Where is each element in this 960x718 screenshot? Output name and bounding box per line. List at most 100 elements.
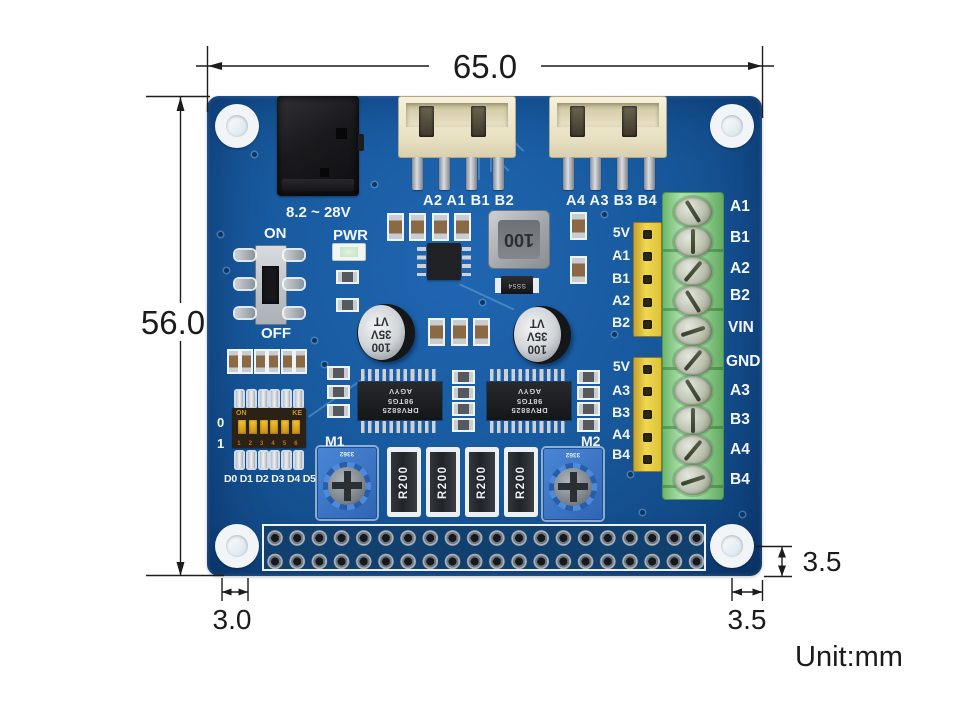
resistor-marking: R200 <box>391 452 417 512</box>
smd-component <box>387 213 404 241</box>
motor1-header-label: A2 A1 B1 B2 <box>423 193 515 209</box>
terminal-label: B4 <box>730 471 750 488</box>
jst-slot <box>471 106 486 137</box>
header-pin <box>643 387 652 397</box>
switch-pins-left <box>235 250 256 318</box>
header-pin <box>643 320 652 330</box>
m1-label: M1 <box>325 433 345 449</box>
jst-slot <box>570 106 585 137</box>
header1-pin-label: B2 <box>612 314 630 330</box>
dip-slider <box>238 420 246 434</box>
smd-component <box>570 256 587 284</box>
dip-1-label: 1 <box>217 436 225 451</box>
dip-numbers: 1 2 3 4 5 6 <box>237 441 301 447</box>
header-pin <box>643 432 652 442</box>
jack-detail <box>320 168 329 177</box>
dip-pin <box>247 391 255 407</box>
smd-component <box>336 270 359 284</box>
dip-0-label: 0 <box>217 415 225 430</box>
smd-component <box>473 318 490 346</box>
smd-component <box>327 404 350 418</box>
inductor-marking: 100 <box>503 230 535 250</box>
jst-slot <box>622 106 637 137</box>
header1-pin-label: A2 <box>612 292 630 308</box>
via <box>312 338 317 343</box>
bottom-hole-offset-dimension: 3.5 <box>796 546 848 577</box>
dip-pin <box>236 452 243 468</box>
resistor-marking: R200 <box>430 452 456 512</box>
via <box>640 510 645 515</box>
header2-pin-label: A3 <box>612 382 630 398</box>
header-pin <box>643 364 652 374</box>
sense-resistor: R200 <box>426 447 460 517</box>
smd-cluster <box>336 270 359 312</box>
via <box>218 232 223 237</box>
smd-row-mid <box>428 318 490 346</box>
gpio-40pin-header <box>262 524 706 571</box>
terminal-screw <box>674 375 712 406</box>
jack-ridge <box>282 179 354 191</box>
sense-resistor: R200 <box>387 447 421 517</box>
jack-detail <box>336 128 347 139</box>
schottky-diode: SS54 <box>495 275 539 295</box>
switch-pin <box>235 250 255 260</box>
diode-marking: SS54 <box>508 281 526 289</box>
pot-marking: 3362 <box>339 450 355 457</box>
jst-pin <box>644 157 655 190</box>
smd-component <box>280 349 294 374</box>
jst-slot <box>419 106 434 137</box>
dip-pin <box>283 391 291 407</box>
header-pin <box>643 274 652 284</box>
terminal-label: B1 <box>730 229 750 246</box>
dip-switch: ON KE 1 2 3 4 5 6 <box>232 408 306 448</box>
smd-cluster <box>327 366 350 418</box>
current-potentiometer-m2: 3362 <box>543 448 603 520</box>
header1-pin-label: B1 <box>612 270 630 286</box>
dip-pin <box>294 391 302 407</box>
regulator-ic <box>417 243 471 280</box>
terminal-label: VIN <box>728 319 754 336</box>
smd-component <box>577 386 600 400</box>
right-hole-offset-dimension: 3.5 <box>718 604 776 635</box>
capacitor-marking: 100 35V VT <box>527 315 548 355</box>
terminal-screw <box>674 405 712 436</box>
power-range-label: 8.2 ~ 28V <box>286 204 351 221</box>
power-inductor: 100 <box>488 210 550 269</box>
header1-pin-label: 5V <box>612 224 630 240</box>
pwr-led-label: PWR <box>333 227 368 244</box>
switch-pins-right <box>284 250 305 318</box>
terminal-screw <box>674 197 712 227</box>
smd-component <box>293 349 307 374</box>
header-pin <box>643 252 652 262</box>
mounting-hole-bottom-left <box>215 524 259 568</box>
smd-component <box>240 349 254 374</box>
current-potentiometer-m1: 3362 <box>317 447 377 519</box>
height-dimension: 56.0 <box>140 303 206 341</box>
smd-component <box>453 213 471 241</box>
via <box>372 182 377 187</box>
solder-pad <box>533 277 539 293</box>
dip-channels-label: D0 D1 D2 D3 D4 D5 <box>224 473 316 485</box>
m2-label: M2 <box>581 433 601 449</box>
switch-pin <box>235 308 255 318</box>
terminal-screw <box>674 435 712 466</box>
jst-pin <box>563 157 574 190</box>
unit-note: Unit:mm <box>786 640 912 674</box>
via <box>612 332 617 337</box>
terminal-label: B3 <box>730 411 750 428</box>
jst-pin <box>466 157 477 190</box>
header2-pin-label: B4 <box>612 446 630 462</box>
dip-pin <box>259 452 267 468</box>
capacitor-marking: 100 35V VT <box>371 313 392 353</box>
header-pin <box>643 409 652 419</box>
dip-pin <box>247 452 255 468</box>
dip-pin <box>259 391 267 407</box>
smd-component <box>452 386 475 400</box>
jst-legs <box>563 157 655 191</box>
terminal-screw <box>674 345 712 376</box>
header1-pin-label: A1 <box>612 247 630 263</box>
jst-pin <box>590 157 601 190</box>
dip-sliders <box>238 420 300 434</box>
terminal-label: GND <box>726 353 761 370</box>
